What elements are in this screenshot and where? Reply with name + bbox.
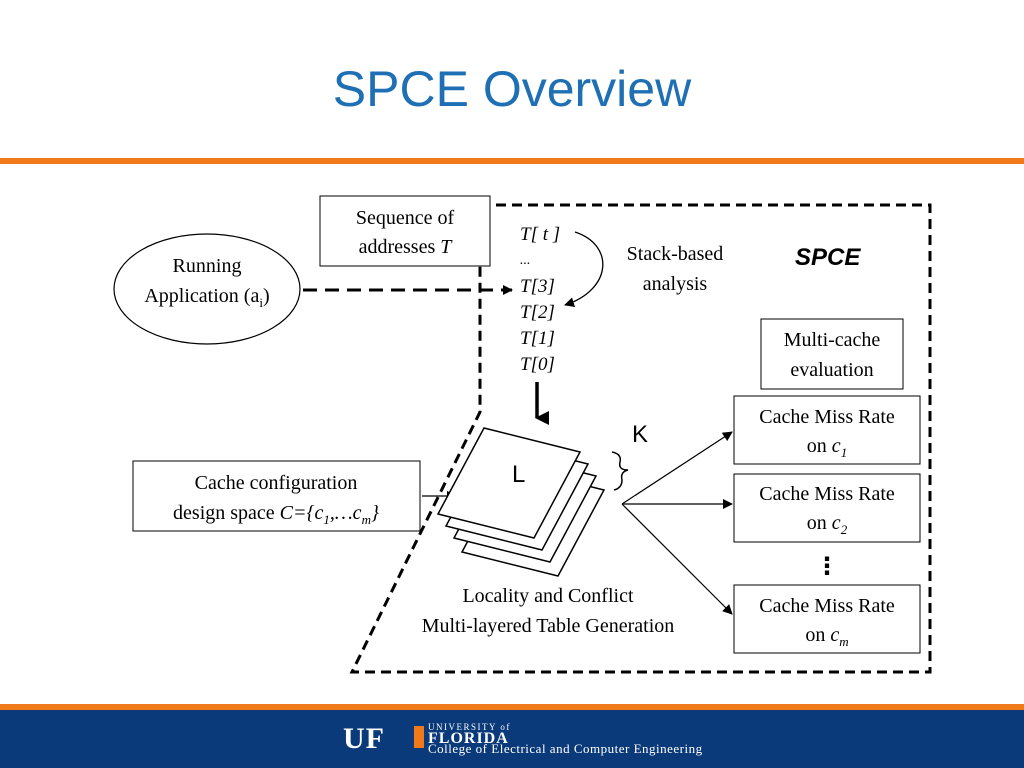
sequence-line1: Sequence of bbox=[356, 207, 455, 229]
stack-item-ellipsis: ... bbox=[520, 253, 531, 268]
miss-rate-ellipsis: ⋮ bbox=[815, 552, 839, 580]
table-k-label: K bbox=[632, 421, 648, 448]
footer-accent bbox=[0, 704, 1024, 710]
footer-bar bbox=[0, 704, 1024, 768]
florida-text: FLORIDA bbox=[428, 730, 509, 747]
slide-title: SPCE Overview bbox=[332, 61, 692, 117]
multi-cache-box bbox=[760, 318, 904, 390]
layered-tables bbox=[436, 427, 606, 577]
stack-item-t: T[ t ] bbox=[520, 224, 560, 245]
table-to-miss1-arrow bbox=[621, 431, 733, 505]
miss-rate-2-line1: Cache Miss Rate bbox=[759, 483, 895, 505]
spce-label: SPCE bbox=[795, 244, 861, 271]
stack-item-1: T[1] bbox=[520, 328, 555, 349]
cache-config-box bbox=[132, 460, 421, 532]
title-rule bbox=[0, 158, 1024, 164]
stack-analysis-arrow bbox=[564, 231, 604, 308]
miss-rate-1-line1: Cache Miss Rate bbox=[759, 406, 895, 428]
cache-config-line2: design space C={c1,…cm} bbox=[173, 502, 379, 527]
miss-rate-2-line2: on c2 bbox=[807, 512, 848, 537]
college-name: College of Electrical and Computer Engin… bbox=[428, 741, 703, 756]
stack-analysis-line1: Stack-based bbox=[627, 243, 724, 265]
miss-rate-box-3 bbox=[733, 584, 921, 654]
table-to-miss3-arrow bbox=[621, 503, 733, 615]
miss-rate-3-line1: Cache Miss Rate bbox=[759, 595, 895, 617]
stack-analysis-line2: analysis bbox=[643, 273, 708, 295]
running-app-line2: Application (ai) bbox=[144, 285, 269, 310]
miss-rate-1-line2: on c1 bbox=[807, 435, 847, 460]
miss-rate-3-line2: on cm bbox=[805, 624, 848, 649]
running-app-line1: Running bbox=[173, 255, 242, 277]
locality-line2: Multi-layered Table Generation bbox=[422, 615, 675, 637]
stack-item-0: T[0] bbox=[520, 354, 555, 375]
sequence-box bbox=[319, 195, 491, 267]
uf-logo-text: UF bbox=[343, 722, 385, 755]
sequence-line2: addresses T bbox=[359, 236, 454, 258]
university-of-text: UNIVERSITY of bbox=[428, 722, 511, 732]
miss-rate-box-1 bbox=[733, 395, 921, 465]
spce-diagram: SPCE Running Application (ai) Sequence o… bbox=[113, 195, 932, 674]
uf-logo-mark bbox=[414, 726, 424, 748]
miss-rate-box-2 bbox=[733, 473, 921, 543]
stack-item-2: T[2] bbox=[520, 302, 555, 323]
cache-config-line1: Cache configuration bbox=[195, 472, 358, 494]
table-l-label: L bbox=[512, 461, 525, 488]
multi-cache-line2: evaluation bbox=[790, 359, 873, 381]
locality-line1: Locality and Conflict bbox=[462, 585, 634, 607]
spce-boundary bbox=[349, 203, 932, 674]
multi-cache-line1: Multi-cache bbox=[784, 329, 881, 351]
running-application-ellipse bbox=[113, 233, 301, 345]
stack-item-3: T[3] bbox=[520, 276, 555, 297]
k-brace bbox=[611, 451, 629, 491]
